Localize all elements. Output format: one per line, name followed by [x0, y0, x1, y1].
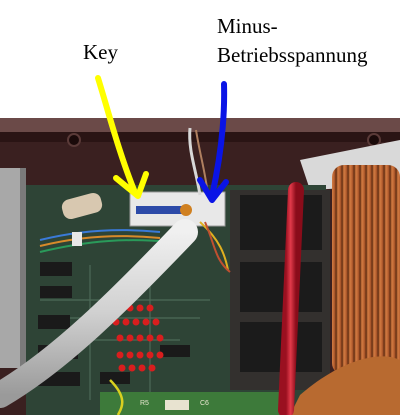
white-cable [0, 219, 198, 408]
wire-bundle [39, 221, 231, 415]
key-label: Key [83, 40, 118, 64]
copper-coil [332, 165, 400, 375]
yellow-arrow-icon [95, 75, 149, 199]
blue-arrow-icon [197, 81, 229, 203]
minus-label-line-2: Betriebsspannung [217, 43, 368, 67]
red-tube [278, 182, 304, 415]
pcb-marking-r5: R5 [140, 400, 149, 407]
circuit-board [26, 185, 330, 415]
minus-label-line-1: Minus- [217, 14, 278, 38]
pcb-marking-c6: C6 [200, 400, 209, 407]
